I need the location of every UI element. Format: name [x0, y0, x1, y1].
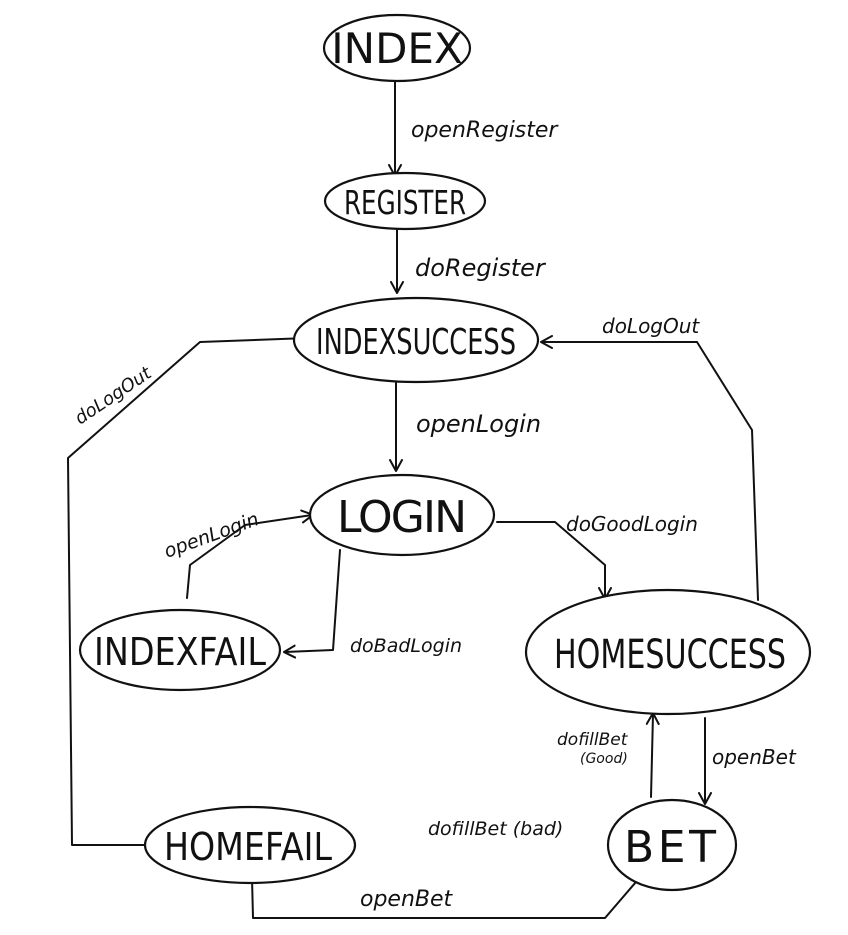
- node-indexsuccess-label: INDEXSUCCESS: [316, 322, 516, 363]
- node-index-label: INDEX: [331, 24, 462, 73]
- node-homesuccess: HOMESUCCESS: [524, 588, 812, 716]
- node-homesuccess-label: HOMESUCCESS: [554, 632, 786, 678]
- node-bet-label: BET: [624, 822, 716, 873]
- node-bet: BET: [606, 798, 738, 892]
- node-homefail-label: HOMEFAIL: [164, 825, 332, 869]
- node-register: REGISTER: [323, 171, 487, 231]
- node-login-label: LOGIN: [337, 492, 467, 543]
- label-do-register: doRegister: [415, 254, 547, 282]
- node-indexsuccess: INDEXSUCCESS: [292, 296, 540, 384]
- label-open-login-retry: openLogin: [161, 508, 262, 563]
- label-open-login: openLogin: [416, 410, 541, 438]
- edge-indexfail-to-login: [186, 509, 314, 599]
- label-open-bet-home: openBet: [712, 745, 797, 769]
- edge-homefail-to-indexsuccess: [67, 331, 310, 846]
- node-indexfail-label: INDEXFAIL: [94, 630, 266, 674]
- edge-homefail-to-bet: [251, 866, 650, 919]
- node-homefail: HOMEFAIL: [143, 805, 357, 885]
- edge-login-to-homesuccess: [496, 521, 612, 600]
- edge-homesuccess-to-indexsuccess: [540, 335, 759, 601]
- label-do-bad-login: doBadLogin: [350, 635, 462, 657]
- label-do-fill-bet-bad: dofillBet (bad): [428, 818, 563, 840]
- label-do-fill-bet-good-2: (Good): [580, 751, 628, 767]
- label-do-fill-bet-good-1: dofillBet: [557, 730, 629, 750]
- node-register-label: REGISTER: [344, 183, 466, 222]
- label-do-good-login: doGoodLogin: [566, 512, 698, 536]
- label-open-bet-fail: openBet: [360, 887, 454, 912]
- node-login: LOGIN: [308, 473, 496, 557]
- label-open-register: openRegister: [411, 118, 559, 143]
- edge-bet-to-homesuccess: [645, 712, 660, 798]
- node-index: INDEX: [322, 13, 472, 83]
- label-do-logout-right: doLogOut: [602, 314, 700, 338]
- node-indexfail: INDEXFAIL: [78, 608, 282, 692]
- edge-login-to-indexfail: [283, 549, 341, 659]
